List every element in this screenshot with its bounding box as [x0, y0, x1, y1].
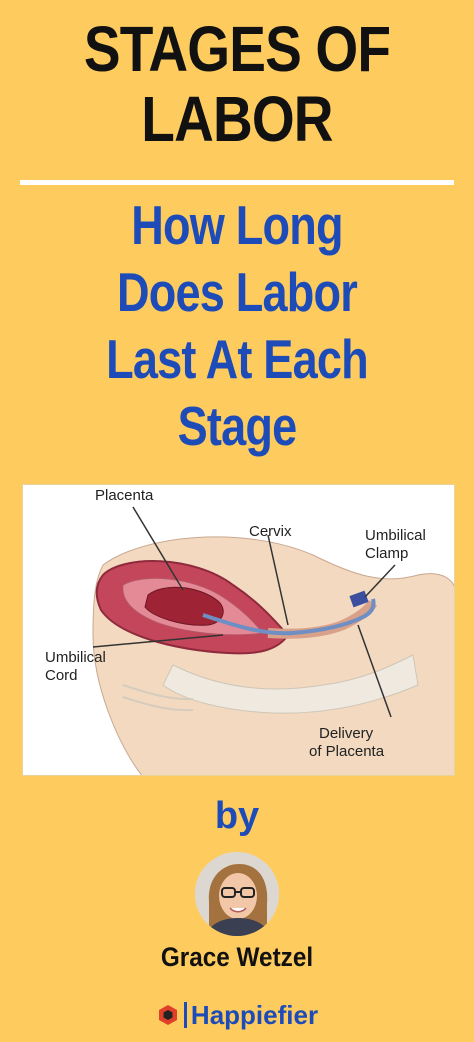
label-placenta: Placenta	[95, 487, 154, 504]
page-title: STAGES OF LABOR	[33, 14, 441, 154]
label-umbilical-clamp-2: Clamp	[365, 545, 409, 562]
brand-footer: Happiefier	[0, 998, 474, 1032]
label-cervix: Cervix	[249, 523, 292, 540]
umbilical-clamp	[349, 590, 369, 608]
subtitle-line-1: How Long	[131, 194, 343, 256]
avatar-portrait-icon	[195, 852, 279, 936]
subtitle-line-2: Does Labor	[117, 261, 358, 323]
label-umbilical-cord-1: Umbilical	[45, 649, 106, 666]
title-line-1: STAGES OF	[83, 13, 391, 85]
brand-name: Happiefier	[190, 1000, 319, 1030]
author-avatar	[195, 852, 279, 936]
label-delivery-1: Delivery	[319, 725, 374, 742]
byline-by: by	[214, 795, 260, 837]
umbilical-cord	[202, 598, 376, 636]
label-umbilical-clamp-1: Umbilical	[365, 527, 426, 544]
label-delivery-2: of Placenta	[309, 743, 385, 760]
label-umbilical-cord-2: Cord	[45, 667, 78, 684]
author-name: Grace Wetzel	[160, 942, 314, 972]
subtitle: How Long Does Labor Last At Each Stage	[43, 192, 432, 460]
subtitle-line-3: Last At Each	[106, 328, 368, 390]
anatomy-drawing	[92, 506, 454, 775]
title-line-2: LABOR	[141, 83, 333, 155]
subtitle-line-4: Stage	[177, 395, 298, 457]
brand-separator	[183, 1002, 187, 1028]
divider	[20, 180, 454, 185]
pelvis-bone	[162, 654, 419, 714]
anatomy-illustration: Placenta Cervix Umbilical Clamp Umbilica…	[22, 484, 455, 776]
happiefier-logo-icon	[158, 1005, 177, 1025]
